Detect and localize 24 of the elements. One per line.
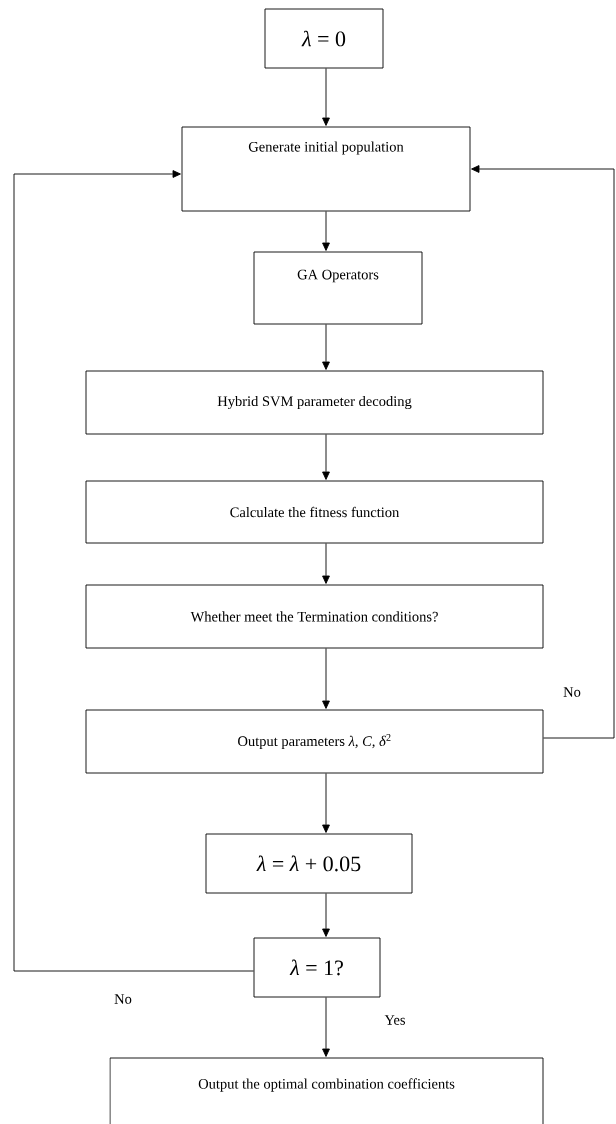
arrow [322, 773, 330, 833]
edge-label: No [113, 993, 133, 1005]
arrow [322, 543, 330, 584]
process-box: λ = λ + 0.05 [205, 833, 413, 894]
process-box: Output parameters λ, C, δ$^{2}$ [85, 709, 544, 774]
arrow [471, 165, 615, 739]
process-box: Generate initial population [181, 126, 471, 212]
arrow [322, 211, 330, 251]
process-box: λ = 0 [264, 8, 384, 69]
process-box: Calculate the fitness function [85, 480, 544, 544]
arrow [322, 893, 330, 937]
arrow [322, 324, 330, 370]
process-box: λ = 1? [253, 937, 381, 998]
arrow [322, 68, 330, 126]
arrow [322, 997, 330, 1057]
process-box: GA Operators [253, 251, 423, 325]
arrow [322, 648, 330, 709]
arrow [13, 170, 254, 972]
process-box: Hybrid SVM parameter decoding [85, 370, 544, 435]
process-box: Whether meet the Termination conditions? [85, 584, 544, 649]
edge-label: Yes [383, 1014, 407, 1026]
edge-label: No [562, 686, 582, 698]
process-box: Output the optimal combination coefficients [109, 1057, 544, 1124]
arrow [322, 434, 330, 480]
